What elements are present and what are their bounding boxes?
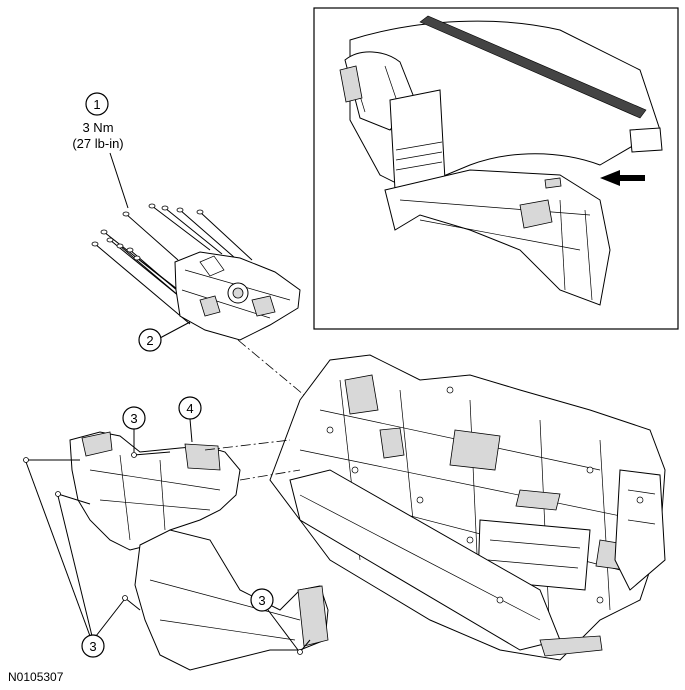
callout-3-lower-right-number: 3 xyxy=(258,593,265,608)
figure-id: N0105307 xyxy=(8,670,64,684)
duct-part-4 xyxy=(69,431,329,671)
callout-4: 4 xyxy=(178,396,202,443)
callout-4-number: 4 xyxy=(186,401,193,416)
callout-3-lower-right: 3 xyxy=(250,588,299,651)
callout-3-upper: 3 xyxy=(122,406,146,452)
callout-1-number: 1 xyxy=(93,97,100,112)
bracket-part-2 xyxy=(174,251,301,341)
pushpins xyxy=(23,451,311,655)
callout-3-upper-number: 3 xyxy=(130,411,137,426)
instrument-panel-frame xyxy=(269,354,666,661)
view-direction-arrow xyxy=(600,170,645,186)
inset-view xyxy=(313,7,679,330)
callout-2-number: 2 xyxy=(146,333,153,348)
callout-1: 1 3 Nm (27 lb-in) xyxy=(72,92,129,209)
torque-lbin-label: (27 lb-in) xyxy=(72,136,123,151)
torque-nm-label: 3 Nm xyxy=(82,120,113,135)
defroster-grille xyxy=(419,15,647,119)
callout-3-lower-left: 3 xyxy=(25,461,125,658)
callout-2: 2 xyxy=(138,321,191,352)
callout-3-lower-left-number: 3 xyxy=(89,639,96,654)
